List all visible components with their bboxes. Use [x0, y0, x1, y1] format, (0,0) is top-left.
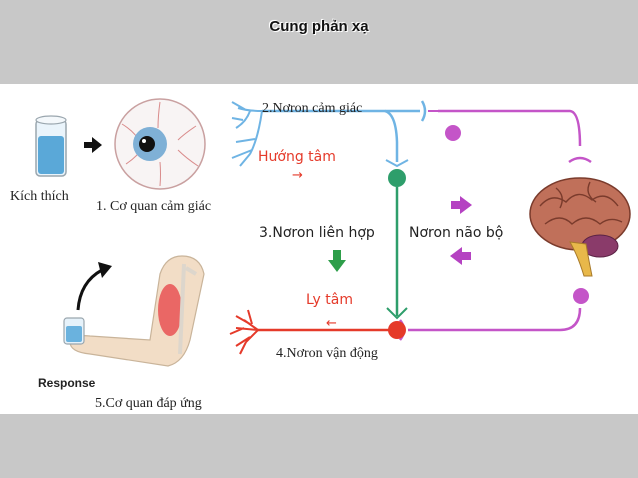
interneuron-label: 3.Nơron liên hợp — [259, 225, 375, 241]
sensory-neuron-label: 2.Nơron cảm giác — [262, 101, 363, 116]
reflex-arc-diagram — [35, 98, 631, 367]
afferent-label: Hướng tâm — [258, 149, 336, 165]
eye-icon — [114, 98, 206, 190]
stimulus-arrow-icon — [84, 137, 102, 153]
page-title: Cung phản xạ — [269, 18, 369, 35]
efferent-arrow: ← — [326, 316, 337, 331]
sense-organ-label: 1. Cơ quan cảm giác — [96, 199, 212, 214]
diagram-panel: Kích thích 1. Cơ quan cảm giác 2.Nơron c… — [0, 84, 638, 414]
stimulus-label: Kích thích — [10, 189, 69, 204]
brain-synapse-top — [445, 125, 461, 141]
arm-icon — [63, 255, 205, 367]
brain-neuron-label: Nơron não bộ — [409, 225, 504, 241]
afferent-arrow: → — [292, 168, 303, 183]
green-down-arrow-icon — [328, 250, 346, 272]
interneuron — [386, 169, 408, 320]
brain-synapse-bottom — [573, 288, 589, 304]
brain-icon — [529, 177, 631, 277]
sensory-neuron — [231, 100, 427, 168]
purple-right-arrow-icon — [451, 196, 472, 214]
motor-synapse — [388, 321, 406, 339]
curved-arrow-icon — [76, 262, 112, 311]
response-label: Response — [38, 376, 96, 390]
motor-neuron-label: 4.Nơron vận động — [276, 346, 378, 361]
motor-neuron — [229, 309, 396, 355]
purple-left-arrow-icon — [450, 247, 471, 265]
beaker-icon — [35, 115, 67, 177]
effector-label: 5.Cơ quan đáp ứng — [95, 396, 202, 411]
efferent-label: Ly tâm — [306, 292, 353, 308]
